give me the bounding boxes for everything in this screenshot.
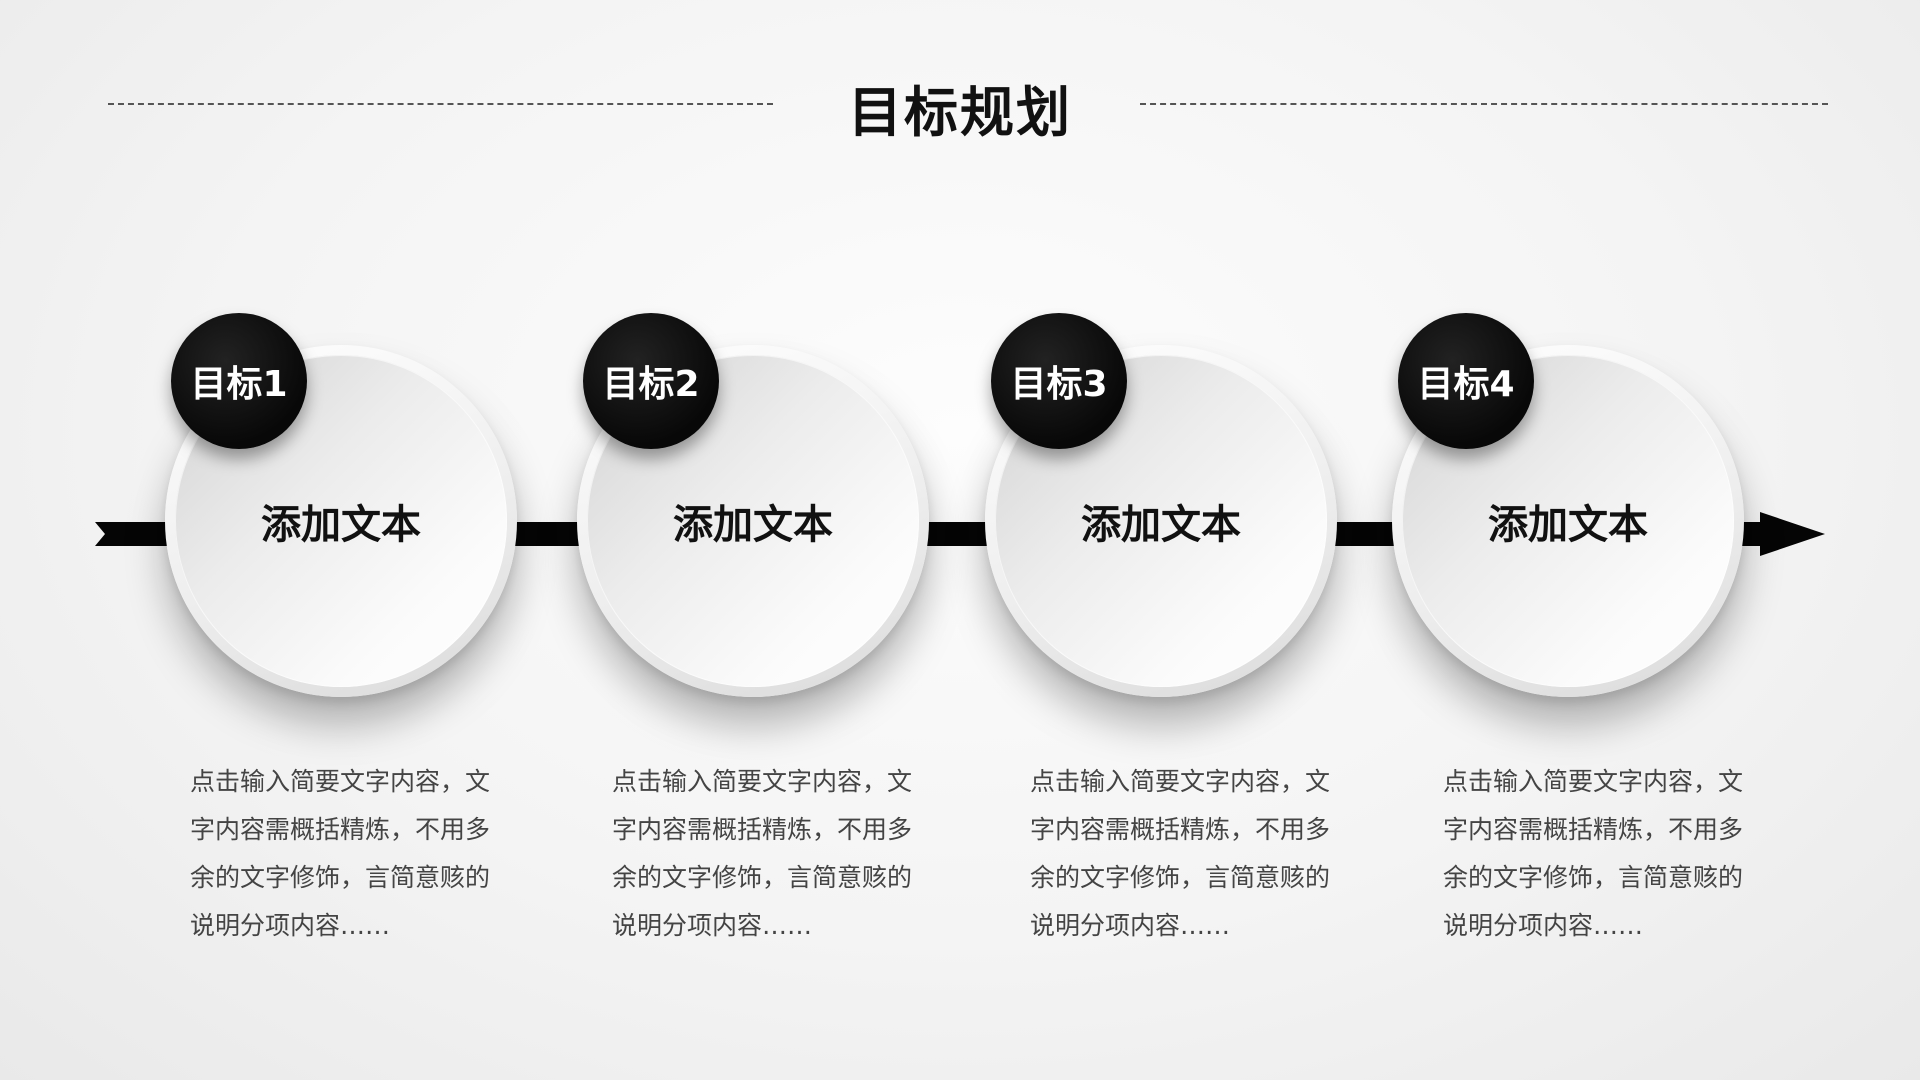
step-label[interactable]: 添加文本	[261, 502, 421, 548]
step-label[interactable]: 添加文本	[673, 502, 833, 548]
step-3: 添加文本 目标3	[985, 313, 1337, 697]
step-1-description[interactable]: 点击输入简要文字内容，文字内容需概括精炼，不用多余的文字修饰，言简意赅的说明分项…	[190, 767, 491, 940]
step-badge: 目标3	[991, 313, 1127, 449]
step-4: 添加文本 目标4	[1392, 313, 1744, 697]
title-divider-left	[108, 103, 773, 105]
page-title: 目标规划	[848, 81, 1072, 144]
step-badge: 目标4	[1398, 313, 1534, 449]
step-3-description[interactable]: 点击输入简要文字内容，文字内容需概括精炼，不用多余的文字修饰，言简意赅的说明分项…	[1030, 767, 1331, 940]
step-label[interactable]: 添加文本	[1488, 502, 1648, 548]
title-divider-right	[1140, 103, 1828, 105]
step-2: 添加文本 目标2	[577, 313, 929, 697]
step-4-description[interactable]: 点击输入简要文字内容，文字内容需概括精炼，不用多余的文字修饰，言简意赅的说明分项…	[1443, 767, 1744, 940]
step-1: 添加文本 目标1	[165, 313, 517, 697]
step-label[interactable]: 添加文本	[1081, 502, 1241, 548]
step-badge: 目标1	[171, 313, 307, 449]
step-2-description[interactable]: 点击输入简要文字内容，文字内容需概括精炼，不用多余的文字修饰，言简意赅的说明分项…	[612, 767, 913, 940]
step-badge: 目标2	[583, 313, 719, 449]
